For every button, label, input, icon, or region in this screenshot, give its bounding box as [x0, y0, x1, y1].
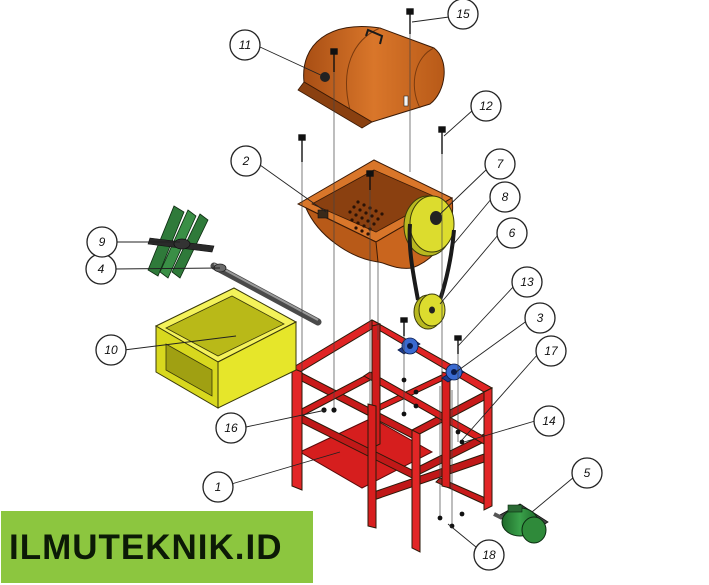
callout-10: 10 [95, 334, 127, 366]
feed-box [154, 287, 298, 409]
callout-9: 9 [86, 226, 118, 258]
callout-12-label: 12 [479, 99, 493, 113]
callout-15: 15 [447, 0, 479, 30]
callout-6-label: 6 [509, 226, 516, 240]
bolts [298, 8, 462, 354]
callout-16: 16 [215, 412, 247, 444]
screen-holes [348, 200, 384, 236]
callout-3: 3 [524, 302, 556, 334]
blade-assembly [147, 205, 215, 279]
callout-7-label: 7 [497, 157, 505, 171]
callout-13: 13 [511, 266, 543, 298]
callout-18-label: 18 [482, 548, 496, 562]
callout-14: 14 [533, 405, 565, 437]
callout-8-label: 8 [502, 190, 509, 204]
brand-text: ILMUTEKNIK.ID [9, 528, 283, 567]
electric-motor [493, 503, 549, 544]
callout-11: 11 [229, 29, 261, 61]
large-pulley [403, 195, 455, 257]
frame [290, 319, 494, 553]
callout-18: 18 [473, 539, 505, 571]
callout-7: 7 [484, 148, 516, 180]
callout-9-label: 9 [99, 235, 106, 249]
callout-14-label: 14 [542, 414, 556, 428]
shaft [210, 262, 322, 326]
callout-1-label: 1 [215, 480, 222, 494]
callout-17: 17 [535, 335, 567, 367]
callout-5-label: 5 [584, 466, 591, 480]
leader-lines [113, 16, 575, 548]
callout-8: 8 [489, 181, 521, 213]
callout-12: 12 [470, 90, 502, 122]
top-cover [297, 26, 445, 129]
bearing-left [397, 337, 421, 355]
callout-6: 6 [496, 217, 528, 249]
callout-16-label: 16 [224, 421, 238, 435]
callout-13-label: 13 [520, 275, 534, 289]
callout-17-label: 17 [544, 344, 559, 358]
callout-2: 2 [230, 145, 262, 177]
callout-2-label: 2 [242, 154, 250, 168]
callout-3-label: 3 [537, 311, 544, 325]
callout-1: 1 [202, 471, 234, 503]
callout-10-label: 10 [104, 343, 118, 357]
callout-4: 4 [85, 253, 117, 285]
nuts [321, 377, 465, 529]
fastener-guide-lines [301, 34, 459, 528]
brand-banner: ILMUTEKNIK.ID [1, 511, 313, 583]
callout-5: 5 [571, 457, 603, 489]
small-pulley [413, 293, 446, 330]
callout-15-label: 15 [456, 7, 470, 21]
callout-11-label: 11 [239, 38, 251, 52]
callout-4-label: 4 [98, 262, 105, 276]
